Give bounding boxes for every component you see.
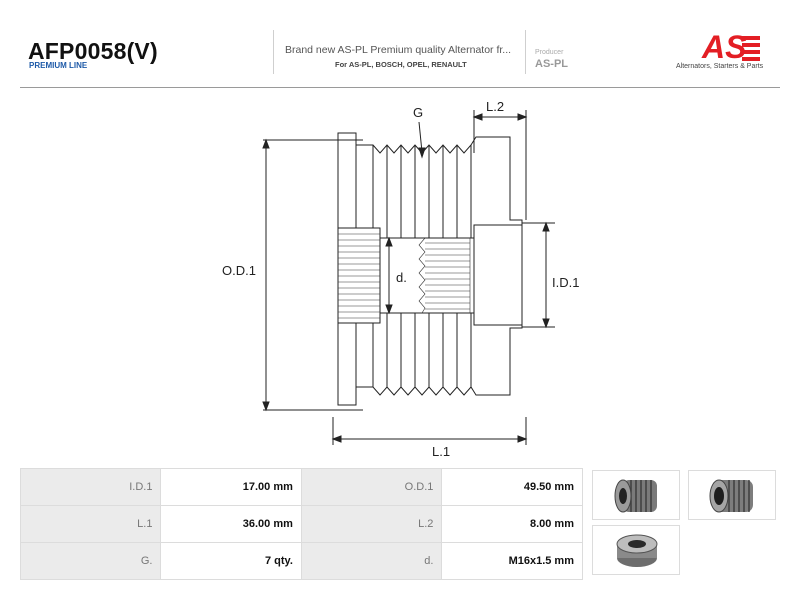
spec-key: O.D.1 — [300, 468, 443, 506]
product-line-label: PREMIUM LINE — [29, 61, 88, 70]
dim-label-d: d. — [396, 270, 407, 285]
table-row: G. 7 qty. d. M16x1.5 mm — [19, 542, 583, 580]
spec-key: L.1 — [19, 505, 162, 543]
header-rule — [20, 87, 780, 88]
part-number: AFP0058(V) — [28, 38, 158, 64]
spec-key: d. — [300, 542, 443, 580]
brand-logo-text: AS — [701, 30, 747, 65]
pulley-technical-drawing: G L.2 O.D.1 I.D.1 d. L.1 — [222, 99, 579, 459]
dim-label-od1: O.D.1 — [222, 263, 256, 278]
header-divider — [525, 30, 526, 74]
spec-value: 36.00 mm — [160, 505, 302, 543]
dim-label-id1: I.D.1 — [552, 275, 579, 290]
spec-key: L.2 — [300, 505, 443, 543]
spec-value: 7 qty. — [160, 542, 302, 580]
page-header: AFP0058(V) PREMIUM LINE Brand new AS-PL … — [0, 0, 800, 88]
product-thumbnail-front[interactable] — [592, 470, 680, 520]
spec-value: 8.00 mm — [441, 505, 583, 543]
brand-logo: AS — [701, 30, 760, 65]
pulley-back-icon — [616, 534, 658, 567]
spec-key: G. — [19, 542, 162, 580]
spec-value: 49.50 mm — [441, 468, 583, 506]
table-row: L.1 36.00 mm L.2 8.00 mm — [19, 505, 583, 543]
producer-value: AS-PL — [535, 58, 568, 70]
spec-value: M16x1.5 mm — [441, 542, 583, 580]
dim-label-g: G — [413, 105, 423, 120]
pulley-angle-icon — [709, 479, 753, 513]
dim-label-l1: L.1 — [432, 444, 450, 459]
brand-tagline: Alternators, Starters & Parts — [676, 63, 764, 70]
pulley-front-icon — [614, 479, 657, 513]
producer-label: Producer — [535, 49, 564, 56]
product-applications: For AS-PL, BOSCH, OPEL, RENAULT — [335, 60, 467, 69]
dim-label-l2: L.2 — [486, 99, 504, 114]
spec-key: I.D.1 — [19, 468, 162, 506]
product-thumbnail-angle[interactable] — [688, 470, 776, 520]
specs-table: I.D.1 17.00 mm O.D.1 49.50 mm L.1 36.00 … — [19, 468, 583, 580]
product-description: Brand new AS-PL Premium quality Alternat… — [285, 44, 512, 56]
table-row: I.D.1 17.00 mm O.D.1 49.50 mm — [19, 468, 583, 506]
product-thumbnail-back[interactable] — [592, 525, 680, 575]
spec-value: 17.00 mm — [160, 468, 302, 506]
header-divider — [273, 30, 274, 74]
